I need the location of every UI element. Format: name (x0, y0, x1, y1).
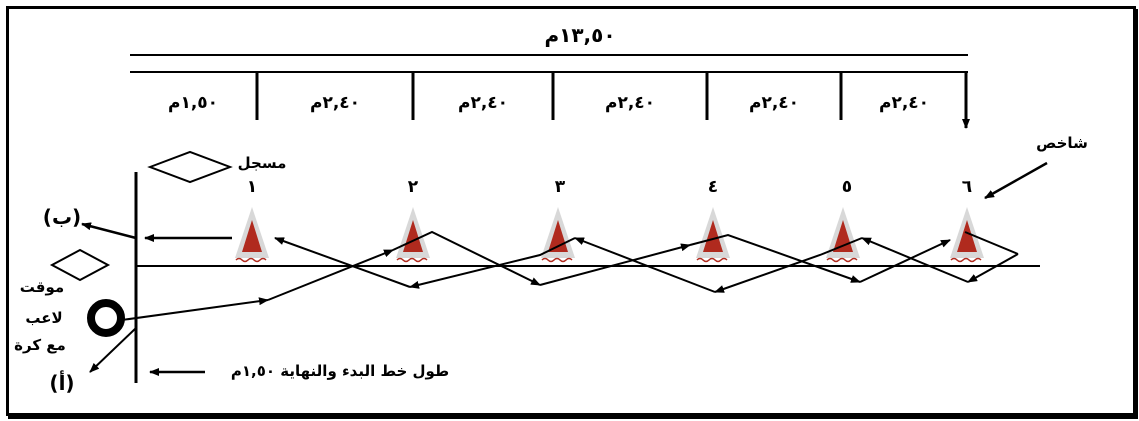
segment-label: ٢,٤٠م (879, 93, 929, 113)
segment-label: ٢,٤٠م (749, 93, 799, 113)
point-a-arrow (89, 327, 137, 373)
cone-icon (950, 207, 984, 263)
cone-number: ٥ (842, 177, 852, 197)
marker-label: شاخص (1036, 134, 1088, 152)
segment-ticks (255, 72, 843, 120)
cone-number: ٦ (962, 177, 972, 197)
segment-label: ٢,٤٠م (605, 93, 655, 113)
recorder-diamond (147, 150, 233, 184)
segment-label: ٢,٤٠م (458, 93, 508, 113)
cone-number: ١ (247, 177, 257, 197)
player-label-line2: مع كرة (14, 336, 66, 354)
total-length-label: ١٣,٥٠م (544, 23, 615, 47)
player-ball-icon (87, 299, 125, 337)
segment-label: ١,٥٠م (168, 93, 218, 113)
point-a-label: (أ) (49, 369, 74, 395)
cone-number: ٣ (555, 177, 566, 197)
return-path (274, 237, 1019, 293)
cone-icon (541, 207, 575, 263)
player-label: لاعب (25, 309, 62, 327)
segment-label: ٢,٤٠م (310, 93, 360, 113)
cone-number: ٤ (708, 177, 718, 197)
cone-icon (696, 207, 730, 263)
start-line-label: طول خط البدء والنهاية ١,٥٠م (231, 362, 449, 380)
diagram-frame (6, 6, 1136, 416)
timer-diamond (49, 248, 111, 282)
forward-path (121, 230, 1019, 321)
point-b-label: (ب) (43, 205, 81, 229)
recorder-label: مسجل (238, 154, 287, 172)
cone-icon (826, 207, 860, 263)
marker-arrow (984, 161, 1048, 200)
cone-icon (235, 207, 269, 263)
cone-number: ٢ (408, 177, 419, 197)
point-b-arrow (81, 222, 137, 240)
timer-label: موقت (20, 278, 64, 296)
